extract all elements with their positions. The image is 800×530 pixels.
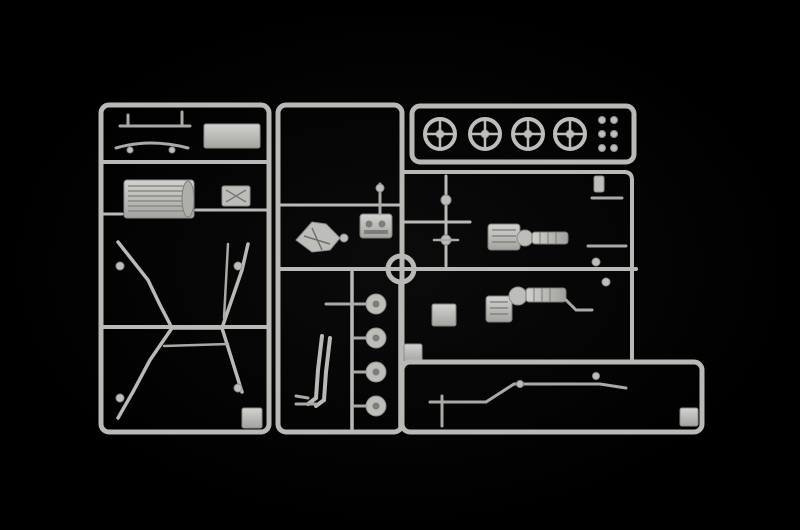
flat-panel-part [203, 123, 261, 149]
suspension-part [295, 221, 349, 253]
chassis-frame-part [115, 240, 250, 420]
middle-frame-tab [403, 343, 423, 363]
radiator-part [123, 179, 195, 219]
linkage-rod-part [428, 372, 628, 428]
small-rod-parts [586, 175, 628, 287]
exhaust-pipes-part [294, 334, 332, 408]
wheels-sprue-frame [409, 103, 637, 165]
bracket-part [221, 185, 251, 207]
right-frame-tab [679, 407, 699, 427]
engine-block-part [359, 213, 393, 239]
engine-block-gates [375, 182, 385, 216]
pulley-parts [324, 293, 387, 417]
left-frame-tab [241, 407, 263, 429]
small-box-part [431, 303, 457, 327]
left-sprue-frame [98, 102, 272, 435]
right-sprue-frame [398, 170, 705, 435]
steering-wheel-parts [423, 117, 587, 151]
gearbox-lower-part [485, 286, 594, 323]
gearbox-upper-part [487, 223, 569, 251]
knob-parts [598, 116, 618, 152]
thin-rods-part [114, 110, 192, 154]
valve-parts [432, 194, 460, 246]
